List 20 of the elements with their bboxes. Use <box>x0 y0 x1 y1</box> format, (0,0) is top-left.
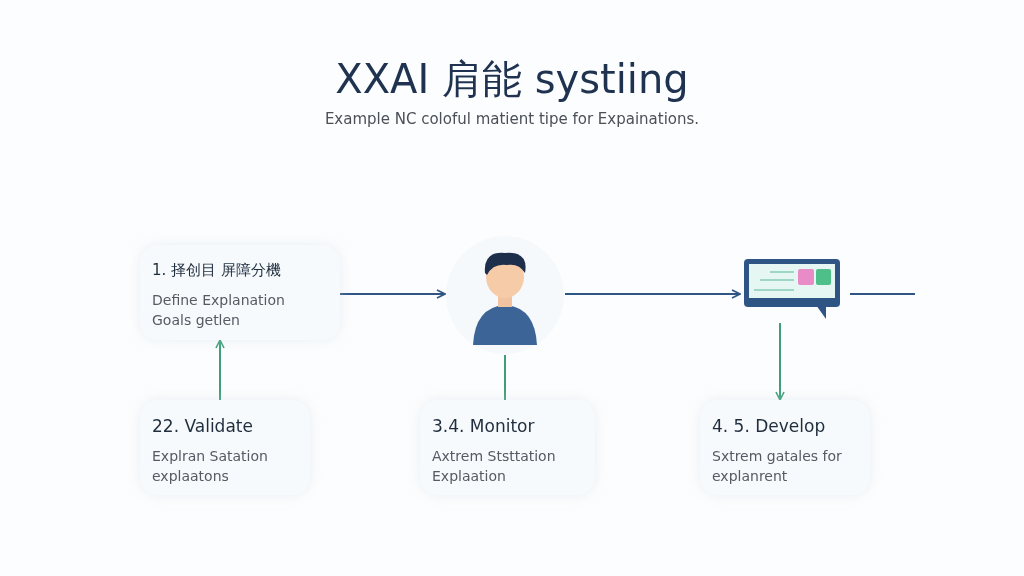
connector-line <box>849 293 916 295</box>
step-description: Axtrem Ststtation Explaation <box>432 447 557 487</box>
step-card <box>140 400 310 495</box>
connector-line <box>504 354 506 401</box>
step-description: Explran Satation explaatons <box>152 447 269 487</box>
arrow <box>215 339 225 401</box>
step-heading: 22. Validate <box>152 416 254 436</box>
step-description: Sxtrem gatales for explanrent <box>712 447 843 487</box>
diagram-title: XXAI 肩能 systiing <box>334 55 690 104</box>
arrow <box>775 322 785 401</box>
arrow <box>564 289 741 299</box>
step-card <box>700 400 870 495</box>
step-card <box>420 400 595 495</box>
step-description: Define Explanation Goals getlen <box>152 291 286 331</box>
step-heading: 4. 5. Develop <box>712 416 827 436</box>
step-card <box>140 245 340 340</box>
step-heading: 1. 择创目 屏障分機 <box>152 261 282 280</box>
step-heading: 3.4. Monitor <box>432 416 536 436</box>
arrow <box>339 289 446 299</box>
subtitle: Example NC coloful matient tipe for Expainations. <box>323 110 701 128</box>
